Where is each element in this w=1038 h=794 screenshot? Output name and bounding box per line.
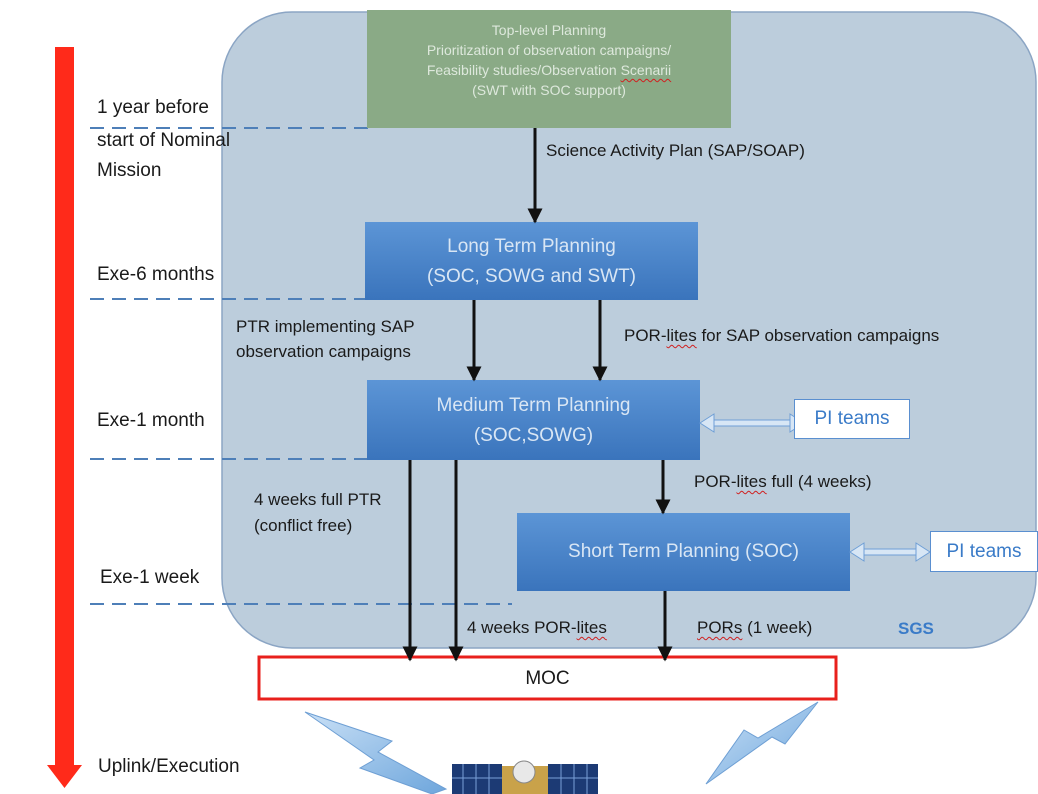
- ptr-label-line-1: PTR implementing SAP: [236, 317, 415, 336]
- pors-label: PORs (1 week): [697, 616, 812, 639]
- long-term-planning-text: Long Term Planning (SOC, SOWG and SWT): [365, 232, 698, 292]
- milestone-uplink-execution: Uplink/Execution: [98, 756, 240, 777]
- por-lites-sap-a: POR-: [624, 326, 667, 345]
- top-level-planning-text: Top-level Planning Prioritization of obs…: [367, 20, 731, 100]
- por-full-a: POR-: [694, 472, 737, 491]
- moc-box: [257, 655, 838, 701]
- lightning-bolt-left-icon: [304, 711, 448, 794]
- por-lites-sap-c: for SAP observation campaigns: [696, 326, 940, 345]
- milestone-exe-1-month: Exe-1 month: [97, 410, 205, 431]
- long-term-planning-box: [365, 222, 698, 300]
- top-level-line-2: Prioritization of observation campaigns/: [426, 42, 672, 58]
- milestone-1-year-before: 1 year before: [97, 97, 209, 118]
- por-lites-sap-label: POR-lites for SAP observation campaigns: [624, 324, 939, 347]
- sap-label: Science Activity Plan (SAP/SOAP): [546, 141, 805, 160]
- milestone-start-of-nominal: start of Nominal: [97, 130, 231, 151]
- ptr-label-line-2: observation campaigns: [236, 342, 411, 361]
- medium-term-line-2: (SOC,SOWG): [473, 425, 594, 446]
- weeks-por-b: lites: [576, 618, 607, 637]
- top-level-line-3-b: Scenarii: [620, 62, 672, 78]
- timeline-arrow-head: [47, 765, 82, 788]
- pi-teams-box-1: PI teams: [794, 399, 910, 439]
- timeline-arrow-shaft: [55, 47, 74, 767]
- milestone-exe-6-months: Exe-6 months: [97, 264, 215, 285]
- weeks-por-a: 4 weeks POR-: [467, 618, 577, 637]
- short-term-planning-text: Short Term Planning (SOC): [568, 541, 799, 562]
- full-ptr-label-line-1: 4 weeks full PTR: [254, 490, 382, 509]
- long-term-line-1: Long Term Planning: [447, 236, 616, 257]
- link-short-pi-teams: [849, 542, 931, 562]
- top-level-line-3: Feasibility studies/Observation Scenarii: [367, 60, 731, 80]
- pors-b: (1 week): [742, 618, 813, 637]
- medium-term-line-1: Medium Term Planning: [436, 395, 631, 416]
- weeks-por-lites-label: 4 weeks POR-lites: [467, 616, 607, 639]
- satellite-icon: [452, 760, 598, 794]
- top-level-title: Top-level Planning: [491, 22, 607, 38]
- full-ptr-label-line-2: (conflict free): [254, 516, 353, 535]
- medium-term-planning-box: [367, 380, 700, 460]
- short-term-planning-box: [517, 513, 850, 591]
- milestone-mission: Mission: [97, 160, 162, 181]
- pi-teams-box-2: PI teams: [930, 531, 1038, 572]
- por-full-c: full (4 weeks): [766, 472, 872, 491]
- pors-a: PORs: [697, 618, 743, 637]
- top-level-planning-box: [367, 10, 731, 128]
- por-lites-sap-b: lites: [666, 326, 697, 345]
- top-level-line-4: (SWT with SOC support): [472, 82, 626, 98]
- sgs-label: SGS: [898, 619, 934, 638]
- medium-term-planning-text: Medium Term Planning (SOC,SOWG): [367, 391, 700, 451]
- lightning-bolt-right-icon: [705, 701, 819, 785]
- long-term-line-2: (SOC, SOWG and SWT): [426, 266, 637, 287]
- top-level-line-3-a: Feasibility studies/Observation: [426, 62, 621, 78]
- milestone-exe-1-week: Exe-1 week: [100, 567, 200, 588]
- por-full-b: lites: [736, 472, 767, 491]
- moc-label: MOC: [525, 668, 570, 689]
- por-lites-full-label: POR-lites full (4 weeks): [694, 470, 872, 493]
